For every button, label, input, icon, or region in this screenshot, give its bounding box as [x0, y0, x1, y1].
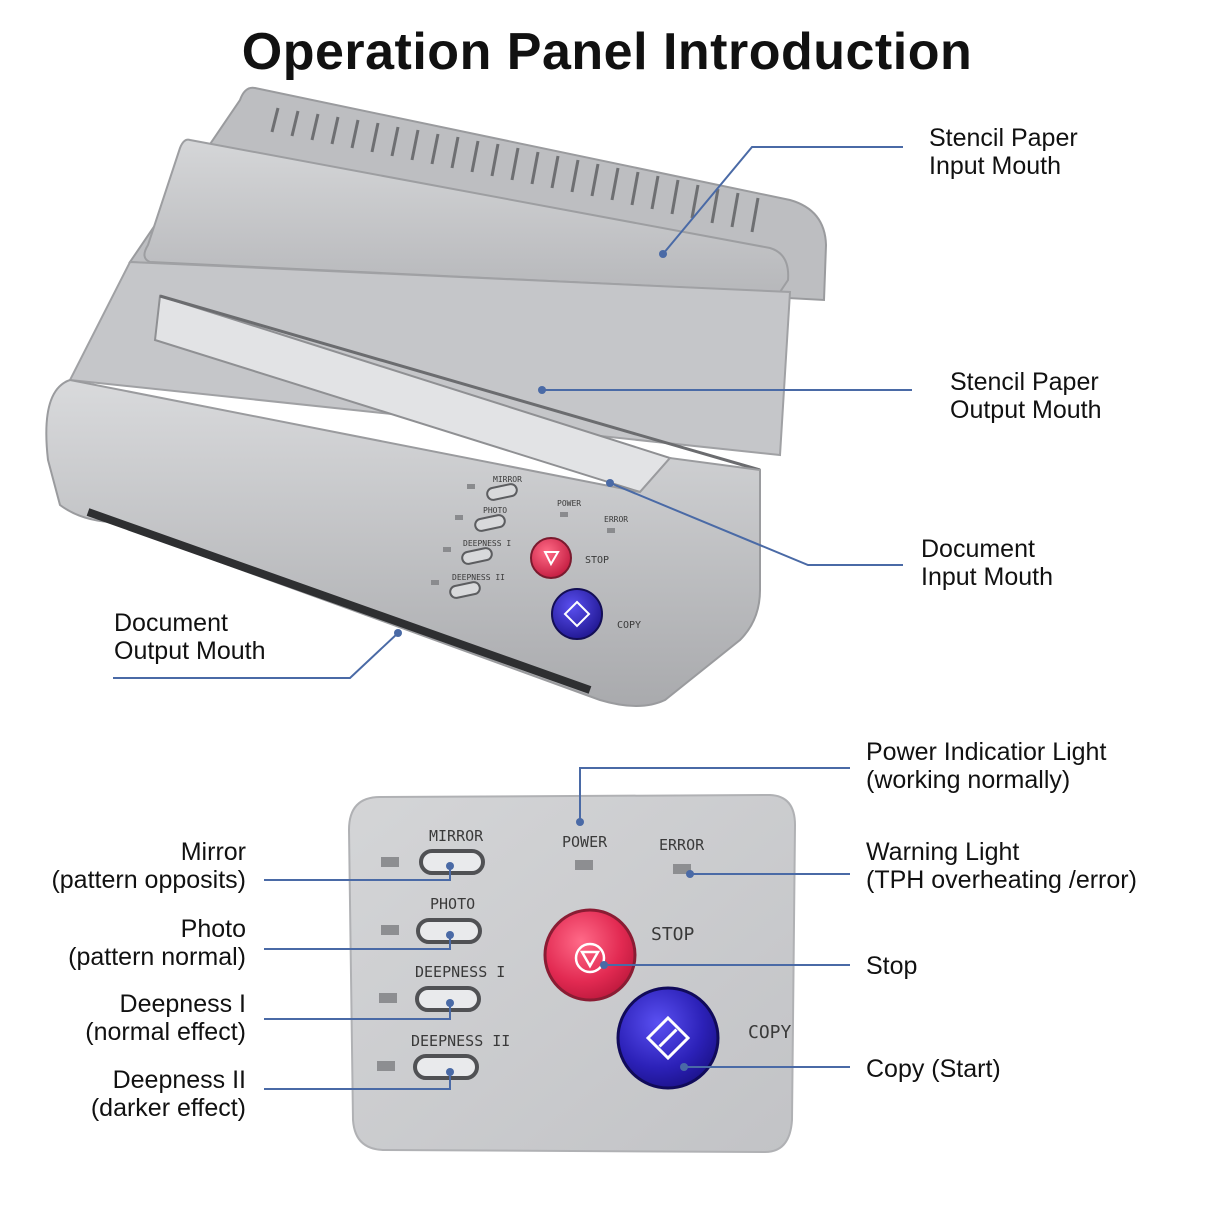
printer-illustration: MIRROR PHOTO DEEPNESS I DEEPNESS II POWE…	[45, 86, 912, 707]
deepness2-button[interactable]	[413, 1054, 479, 1080]
deepness1-button[interactable]	[415, 986, 481, 1012]
mirror-led	[381, 857, 399, 867]
label-deepness1: DEEPNESS I	[415, 963, 505, 981]
panel-leader-lines	[264, 767, 850, 1090]
callout-document-input: Document Input Mouth	[921, 535, 1054, 591]
deepness1-led	[379, 993, 397, 1003]
document-output-slot	[86, 508, 592, 694]
stop-icon	[574, 942, 606, 974]
mini-label-copy: COPY	[617, 620, 641, 631]
label-power: POWER	[562, 833, 608, 851]
photo-led	[381, 925, 399, 935]
label-copy: COPY	[748, 1022, 792, 1043]
mini-control-panel	[431, 483, 615, 640]
callout-stencil-output: Stencil Paper Output Mouth	[950, 368, 1102, 424]
mini-label-stop: STOP	[585, 555, 609, 566]
label-mirror: MIRROR	[429, 827, 484, 845]
mini-label-mirror: MIRROR	[493, 475, 522, 484]
mini-label-photo: PHOTO	[483, 506, 507, 515]
label-deepness2: DEEPNESS II	[411, 1032, 510, 1050]
mini-label-deepness2: DEEPNESS II	[452, 573, 505, 582]
deepness2-led	[377, 1061, 395, 1071]
page-title: Operation Panel Introduction	[241, 23, 973, 81]
callout-copy: Copy (Start)	[866, 1055, 1001, 1083]
callout-mirror: Mirror (pattern opposits)	[51, 838, 246, 894]
mini-label-deepness1: DEEPNESS I	[463, 539, 511, 548]
copy-icon	[645, 1015, 691, 1061]
label-error: ERROR	[659, 836, 705, 854]
mini-label-error: ERROR	[604, 515, 628, 524]
callout-stop: Stop	[866, 952, 918, 980]
lid-front	[68, 260, 792, 457]
callout-power-light: Power Indicatior Light (working normally…	[866, 738, 1107, 794]
error-led	[673, 864, 691, 874]
mini-label-power: POWER	[557, 499, 581, 508]
callout-stencil-input: Stencil Paper Input Mouth	[929, 124, 1078, 180]
callout-deepness2: Deepness II (darker effect)	[90, 1066, 246, 1122]
callout-warning-light: Warning Light (TPH overheating /error)	[866, 838, 1137, 894]
callout-deepness1: Deepness I (normal effect)	[85, 990, 246, 1046]
callout-document-output: Document Output Mouth	[114, 609, 266, 665]
lid	[143, 138, 790, 294]
stop-button[interactable]	[543, 908, 637, 1002]
vent-slots	[270, 107, 760, 233]
mirror-button[interactable]	[419, 849, 485, 875]
power-led	[575, 860, 593, 870]
device-leader-lines	[113, 146, 912, 679]
label-stop: STOP	[651, 924, 695, 945]
label-photo: PHOTO	[430, 895, 475, 913]
callout-photo: Photo (pattern normal)	[68, 915, 246, 971]
